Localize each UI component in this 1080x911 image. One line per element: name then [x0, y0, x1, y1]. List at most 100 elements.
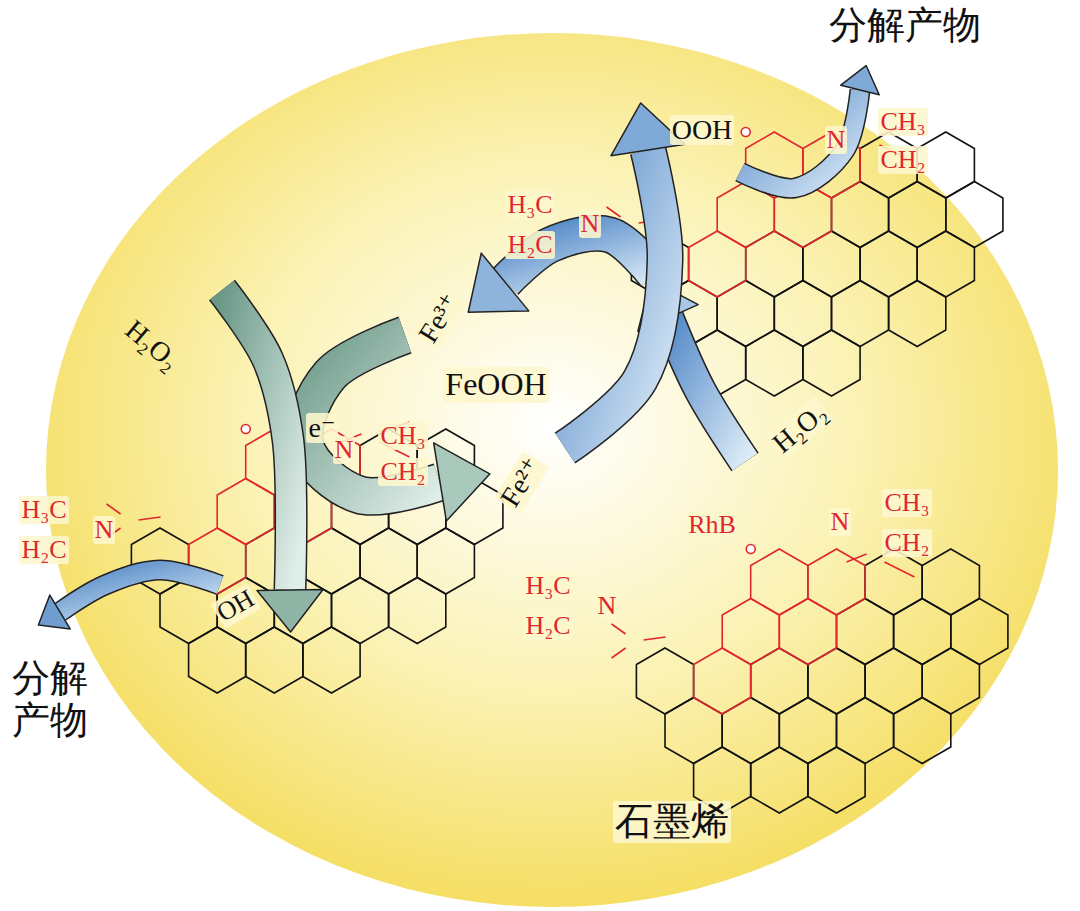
arrow-outline [304, 335, 440, 496]
arrow-head [257, 590, 323, 632]
text-label: N [93, 516, 116, 545]
rhb-ring [751, 549, 808, 615]
rhb-ring [779, 599, 836, 665]
text-label: OOH [670, 115, 735, 146]
graphene-hexagon [832, 281, 889, 347]
arrow-outline [668, 318, 745, 462]
graphene-hexagon [303, 627, 360, 693]
graphene-hexagon [717, 281, 774, 347]
graphene-hexagon [894, 599, 951, 665]
arrow-head [434, 443, 490, 521]
text-label: CH₃ [878, 108, 927, 137]
reaction-arrow [304, 335, 490, 521]
text-label: 分解 产物 [10, 658, 94, 742]
graphene-hexagon [774, 281, 831, 347]
graphene-hexagon [922, 549, 979, 615]
graphene-hexagon [865, 648, 922, 714]
text-label: N [333, 436, 356, 465]
graphene-hexagon [865, 549, 922, 615]
amino-bond [139, 517, 161, 520]
text-label: RhB [686, 511, 738, 540]
graphene-hexagon [894, 698, 951, 764]
arrow-outline [565, 150, 665, 448]
graphene-hexagon [665, 698, 722, 764]
reaction-arrow [222, 290, 323, 632]
reaction-arrow [38, 570, 220, 629]
graphene-hexagon [808, 747, 865, 813]
rhb-ring [722, 599, 779, 665]
text-label: CH₃ [882, 489, 931, 518]
amino-bond [884, 562, 914, 577]
graphene-hexagon [837, 599, 894, 665]
graphene-hexagon [917, 231, 974, 297]
graphene-hexagon [303, 528, 360, 594]
reaction-arrows [38, 66, 879, 632]
amino-bond [607, 207, 621, 217]
arrow-body [222, 290, 291, 590]
graphene-hexagon [837, 698, 894, 764]
rhb-ring [689, 231, 746, 297]
graphene-hexagon [803, 231, 860, 297]
text-label: N [829, 508, 852, 537]
graphene-hexagon [417, 528, 474, 594]
arrow-outline [60, 570, 220, 612]
text-label: H₂C [19, 536, 68, 565]
reaction-arrow [468, 233, 655, 312]
background-ellipse [46, 33, 1058, 907]
graphene-hexagon [889, 281, 946, 347]
text-label: H₃C [523, 572, 572, 601]
text-label: H₂C [505, 231, 554, 260]
text-label: CH₂ [882, 529, 931, 558]
reaction-arrow [740, 66, 879, 189]
arrow-head [841, 66, 879, 95]
ring-oxygen [241, 425, 250, 434]
graphene-hexagon [951, 599, 1008, 665]
arrow-outline [222, 290, 291, 590]
rhb-ring [808, 549, 865, 615]
text-label: 石墨烯 [613, 801, 731, 843]
graphene-hexagon [803, 330, 860, 396]
rhb-ring [217, 479, 274, 545]
arrow-body [304, 335, 440, 496]
text-label: N [579, 210, 602, 239]
arrow-body [740, 90, 860, 188]
graphene-hexagon [189, 627, 246, 693]
amino-bond [644, 637, 666, 640]
graphene-hexagon [722, 698, 779, 764]
arrow-body [565, 150, 665, 448]
text-label: H₃C [505, 191, 554, 220]
amino-bond [107, 504, 121, 514]
text-label: H₃C [19, 496, 68, 525]
graphene-hexagon [636, 648, 693, 714]
graphene-hexagon [332, 578, 389, 644]
arrow-body [60, 570, 220, 612]
graphene-hexagon [360, 528, 417, 594]
graphene-hexagon [246, 627, 303, 693]
amino-bond [612, 624, 626, 634]
arrow-outline [740, 90, 860, 188]
text-label: H₂C [523, 612, 572, 641]
text-label: CH₂ [378, 458, 427, 487]
graphene-hexagon [808, 648, 865, 714]
graphene-hexagon [832, 182, 889, 248]
arrow-head [468, 253, 529, 312]
arrow-body [668, 318, 745, 462]
graphene-hexagon [746, 231, 803, 297]
graphene-hexagon [751, 648, 808, 714]
graphene-sheets [131, 132, 1008, 813]
rhb-ring [694, 648, 751, 714]
text-label: 分解产物 [827, 5, 983, 47]
graphene-hexagon [751, 747, 808, 813]
rhb-bonds [107, 125, 915, 658]
graphene-hexagon [779, 698, 836, 764]
arrow-head [38, 595, 70, 629]
graphene-hexagon [922, 648, 979, 714]
text-label: CH₃ [378, 422, 427, 451]
text-label: N [596, 592, 619, 621]
text-label: CH₂ [878, 146, 927, 175]
amino-bond [846, 554, 866, 562]
text-label: N [825, 126, 848, 155]
graphene-hexagon [746, 330, 803, 396]
